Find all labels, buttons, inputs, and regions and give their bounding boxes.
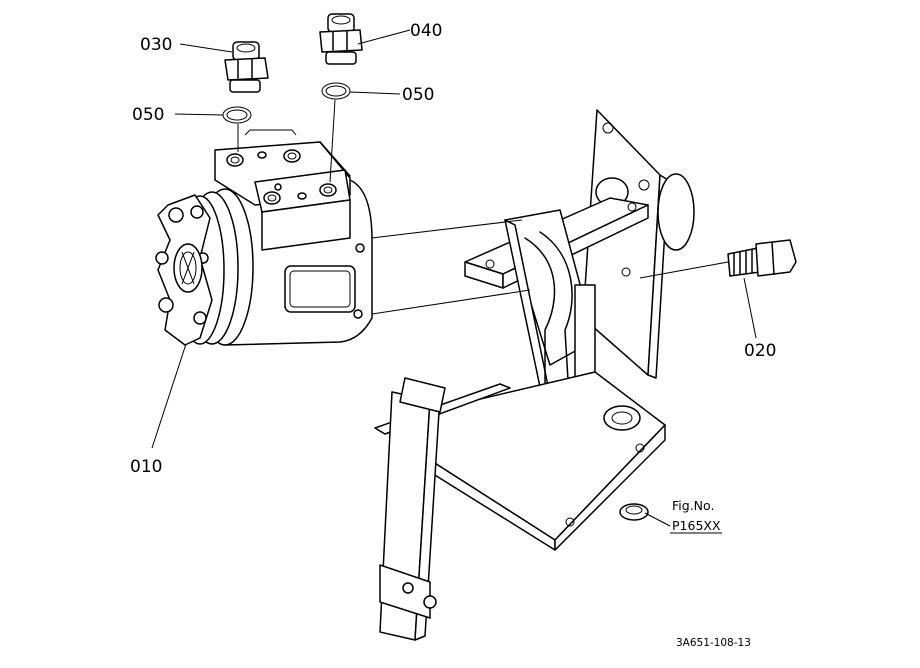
callout-040: 040 <box>410 21 442 41</box>
steering-bracket <box>374 109 695 641</box>
figure-label: Fig.No. <box>672 498 714 513</box>
callout-020: 020 <box>744 341 776 361</box>
leader-lines <box>151 29 757 527</box>
bolt-020 <box>727 239 797 277</box>
fitting-040 <box>319 13 363 65</box>
figure-number: P165XX <box>672 518 721 533</box>
o-ring-050-left <box>222 106 252 124</box>
callout-050-left: 050 <box>132 105 164 125</box>
steering-flange <box>155 194 213 346</box>
fitting-030 <box>224 41 269 93</box>
o-ring-050-right <box>321 82 351 100</box>
callout-010: 010 <box>130 457 162 477</box>
callout-030: 030 <box>140 35 172 55</box>
callout-050-right: 050 <box>402 85 434 105</box>
drawing-code: 3A651-108-13 <box>676 637 751 649</box>
